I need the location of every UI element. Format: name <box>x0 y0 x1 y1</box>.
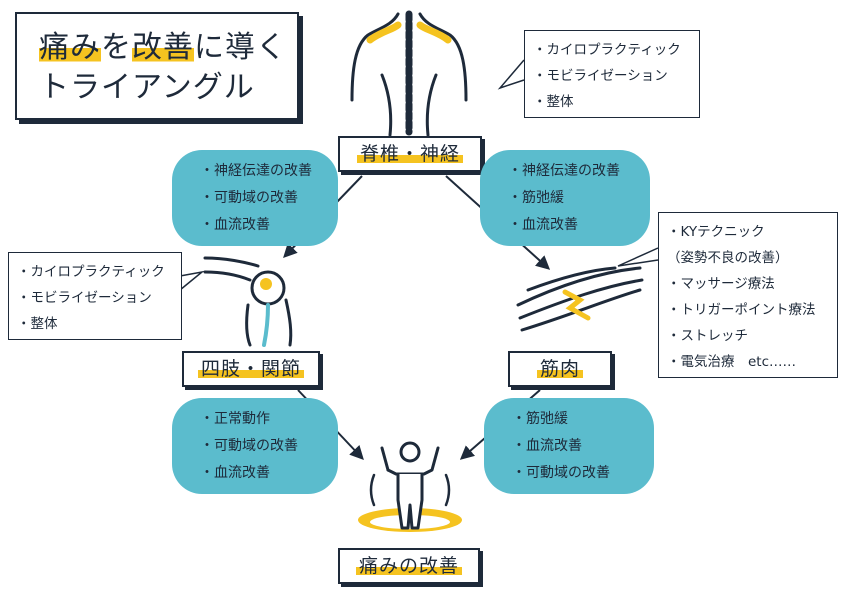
title-line-2: トライアングル <box>39 70 255 105</box>
callout-item: ・モビライゼーション <box>533 68 668 84</box>
node-limb-label: 四肢・関節 <box>197 358 304 380</box>
spine-back-icon <box>350 10 468 137</box>
node-limb: 四肢・関節 <box>182 351 320 387</box>
title-box: 痛みを改善に導く トライアングル <box>15 12 299 120</box>
bubble-item: ・血流改善 <box>508 217 578 233</box>
callout-item: （姿勢不良の改善） <box>667 250 789 266</box>
callout-item: ・モビライゼーション <box>17 290 152 306</box>
bubble-spine-to-limb: ・神経伝達の改善 ・可動域の改善 ・血流改善 <box>172 150 338 246</box>
bubble-item: ・血流改善 <box>512 438 582 454</box>
person-relief-icon <box>358 441 462 532</box>
node-pain: 痛みの改善 <box>338 548 480 584</box>
bubble-item: ・血流改善 <box>200 465 270 481</box>
bubble-item: ・可動域の改善 <box>200 438 298 454</box>
node-spine: 脊椎・神経 <box>338 136 482 172</box>
bubble-spine-to-muscle: ・神経伝達の改善 ・筋弛緩 ・血流改善 <box>480 150 650 246</box>
bubble-item: ・筋弛緩 <box>512 411 568 427</box>
title-highlight-pain: 痛み <box>39 30 101 65</box>
callout-item: ・KYテクニック <box>667 224 765 240</box>
callout-muscle: ・KYテクニック （姿勢不良の改善） ・マッサージ療法 ・トリガーポイント療法 … <box>658 212 838 378</box>
bubble-item: ・筋弛緩 <box>508 190 564 206</box>
knee-joint-icon <box>203 256 293 347</box>
bubble-item: ・血流改善 <box>200 217 270 233</box>
bubble-item: ・可動域の改善 <box>512 465 610 481</box>
title-part: を <box>101 30 132 65</box>
title-line-1: 痛みを改善に導く <box>39 28 297 68</box>
callout-item: ・電気治療 etc…… <box>667 354 797 370</box>
callout-item: ・トリガーポイント療法 <box>667 302 816 318</box>
bubble-limb-to-pain: ・正常動作 ・可動域の改善 ・血流改善 <box>172 398 338 494</box>
bubble-muscle-to-pain: ・筋弛緩 ・血流改善 ・可動域の改善 <box>484 398 654 494</box>
node-muscle: 筋肉 <box>508 351 612 387</box>
callout-item: ・整体 <box>533 94 574 110</box>
callout-item: ・ストレッチ <box>667 328 748 344</box>
callout-limb: ・カイロプラクティック ・モビライゼーション ・整体 <box>8 252 182 340</box>
bubble-item: ・神経伝達の改善 <box>508 163 620 179</box>
title-part: に導く <box>194 30 287 65</box>
bubble-item: ・可動域の改善 <box>200 190 298 206</box>
bubble-item: ・神経伝達の改善 <box>200 163 312 179</box>
node-pain-label: 痛みの改善 <box>355 555 462 577</box>
callout-item: ・カイロプラクティック <box>17 264 165 280</box>
node-spine-label: 脊椎・神経 <box>356 143 463 165</box>
callout-item: ・整体 <box>17 316 58 332</box>
node-muscle-label: 筋肉 <box>536 358 583 380</box>
callout-item: ・カイロプラクティック <box>533 42 681 58</box>
title-highlight-improve: 改善 <box>132 30 194 65</box>
callout-spine: ・カイロプラクティック ・モビライゼーション ・整体 <box>524 30 700 118</box>
callout-item: ・マッサージ療法 <box>667 276 775 292</box>
bubble-item: ・正常動作 <box>200 411 270 427</box>
muscle-fiber-icon <box>516 266 644 332</box>
